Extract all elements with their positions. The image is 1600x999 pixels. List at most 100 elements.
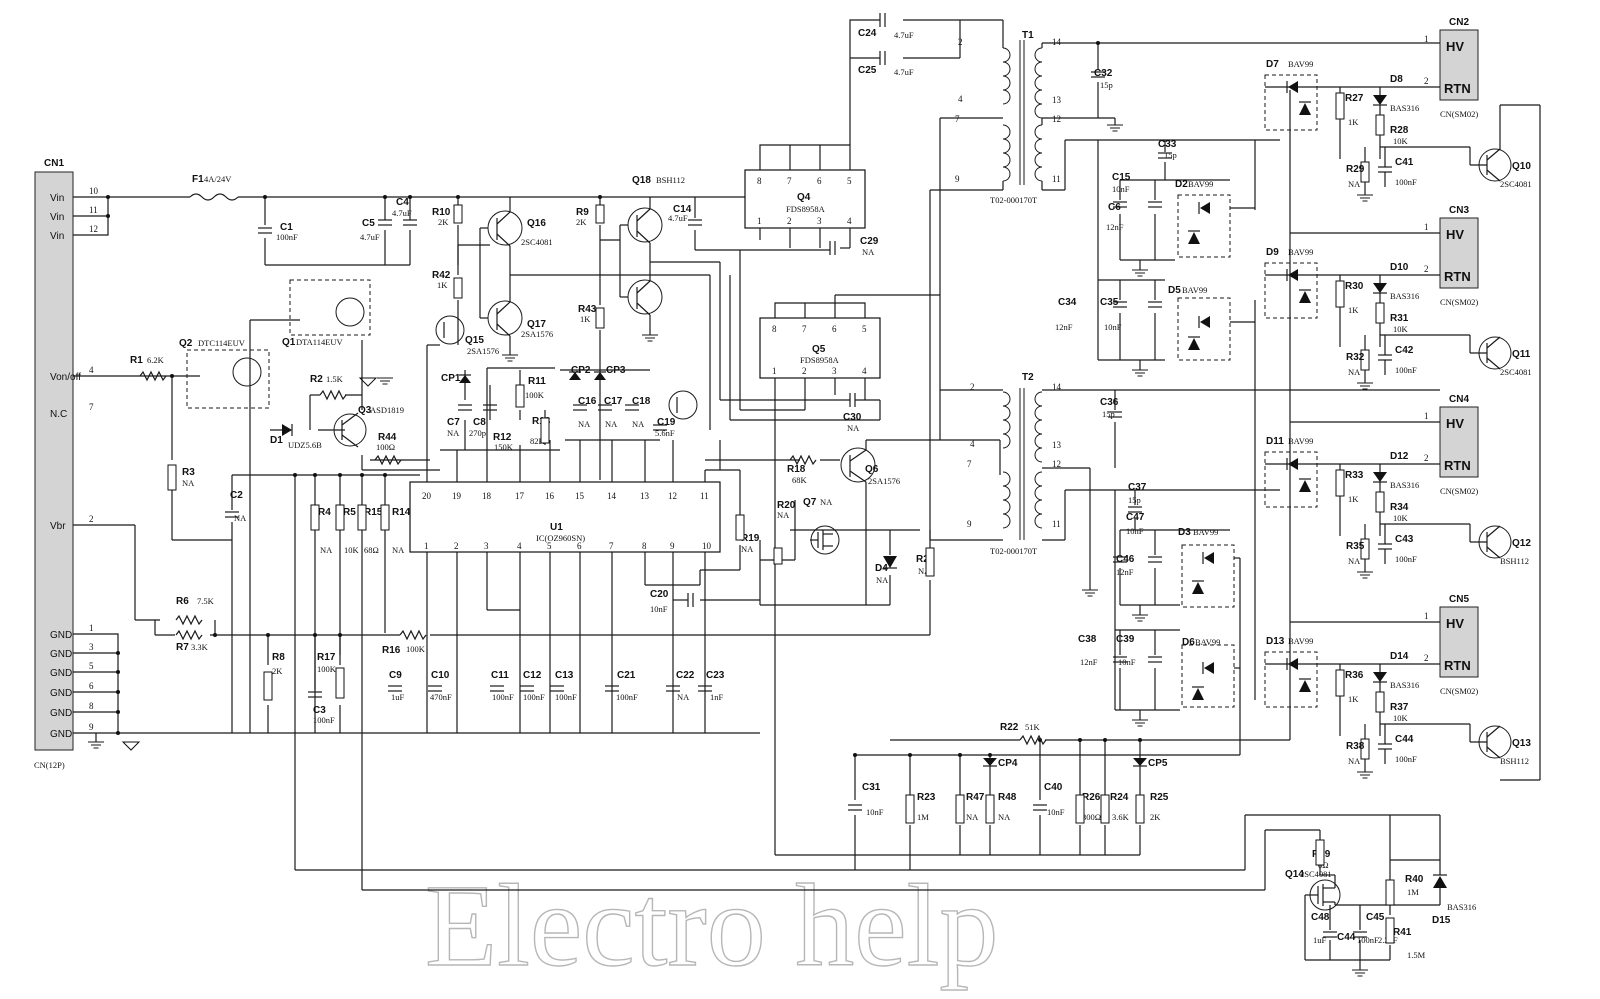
resistor-ref: R43 <box>578 304 597 315</box>
cn1-wiring <box>73 195 760 751</box>
capacitor-ref: C37 <box>1128 482 1147 493</box>
resistor-value: 2K <box>438 217 449 227</box>
u1-top-pin: 16 <box>545 491 555 501</box>
resistor-ref: R1 <box>130 355 143 366</box>
capacitor-ref: C4 <box>396 197 409 208</box>
transistor-emitter <box>1486 357 1501 370</box>
resistor-ref: R19 <box>741 533 760 544</box>
capacitor-value: NA <box>605 419 618 429</box>
diode-ref: D6 <box>1182 637 1195 648</box>
resistor-body <box>1335 92 1345 120</box>
watermark-text: Electro help <box>425 860 998 991</box>
capacitor-ref: C2 <box>230 490 243 501</box>
cn1-pin-name: N.C <box>50 409 67 420</box>
resistor-ref: R48 <box>998 792 1017 803</box>
transformer-pin: 12 <box>1052 114 1061 124</box>
resistor-body <box>540 417 550 444</box>
diode-value: BAV99 <box>1288 636 1313 646</box>
resistor-body <box>1375 114 1385 136</box>
capacitor-value: 100nF <box>523 692 545 702</box>
resistor-value: 1K <box>580 314 591 324</box>
capacitor-ref: C47 <box>1126 512 1145 523</box>
package-top-pin: 6 <box>832 324 837 334</box>
transistor-ref: Q11 <box>1512 349 1531 360</box>
resistor-ref: R7 <box>176 642 189 653</box>
transistor-ref: Q3 <box>358 405 372 416</box>
transformer-pin: 13 <box>1052 95 1062 105</box>
capacitor-ref: C21 <box>617 670 636 681</box>
capacitor-ref: C7 <box>447 417 460 428</box>
resistor-ref: R18 <box>787 464 806 475</box>
u1-bottom-pin: 1 <box>424 541 429 551</box>
diode-arrow <box>1288 269 1298 281</box>
resistor-value: 150K <box>494 442 514 452</box>
transistor-emitter <box>1486 746 1501 759</box>
capacitor-value: 100nF <box>1357 935 1379 945</box>
capacitor-ref: C18 <box>632 396 651 407</box>
capacitor-value: 12nF <box>1116 567 1134 577</box>
resistor-ref: R30 <box>1345 281 1364 292</box>
package-top-pin: 7 <box>787 176 792 186</box>
mosfet-icon <box>435 315 465 345</box>
cn1-pin-number: 3 <box>89 642 94 652</box>
feedback-network <box>775 90 1291 870</box>
resistor-ref: R29 <box>1346 164 1365 175</box>
capacitor-ref: C32 <box>1094 68 1113 79</box>
cn1-pin-number: 4 <box>89 365 94 375</box>
diode-ref: D15 <box>1432 915 1451 926</box>
fuse-value: 4A/24V <box>204 174 232 184</box>
u1-top-pin: 14 <box>607 491 617 501</box>
resistor-ref: R25 <box>1150 792 1169 803</box>
diode-arrow <box>1299 103 1311 115</box>
capacitor-value: 4.7uF <box>894 30 914 40</box>
diode-value: BAS316 <box>1390 680 1419 690</box>
u1-bottom-pin: 4 <box>517 541 522 551</box>
resistor-value: 100K <box>525 390 545 400</box>
cn1-pin-number: 2 <box>89 514 94 524</box>
u1-part: IC(OZ960SN) <box>536 533 585 543</box>
capacitor-ref: C10 <box>431 670 450 681</box>
u1-top-pin: 12 <box>668 491 677 501</box>
diode-ref: D14 <box>1390 651 1409 662</box>
ground-icon <box>1356 771 1374 779</box>
resistor-value: 100K <box>317 664 337 674</box>
resistor-body <box>735 514 745 541</box>
resistor-body <box>1335 669 1345 697</box>
cn1-pin-number: 1 <box>89 623 94 633</box>
resistor-body <box>1375 302 1385 324</box>
cn1-pin-name: GND <box>50 688 72 699</box>
cn1-pin-number: 7 <box>89 402 94 412</box>
transistor-part: 2SA1576 <box>521 329 553 339</box>
cn1-footer: CN(12P) <box>34 760 65 770</box>
capacitor-value: 15p <box>1164 150 1177 160</box>
transformer-pin: 9 <box>967 519 972 529</box>
capacitor-ref: C11 <box>491 670 509 681</box>
cn1-pin-name: GND <box>50 630 72 641</box>
resistor-body <box>1335 280 1345 308</box>
connector-part: CN(SM02) <box>1440 297 1478 307</box>
bav99-package <box>1264 651 1318 708</box>
capacitor-ref: C23 <box>706 670 725 681</box>
capacitor-value: 100nF <box>1395 754 1417 764</box>
capacitor-ref: C25 <box>858 65 877 76</box>
package-top-pin: 7 <box>802 324 807 334</box>
package-bottom-pin: 4 <box>862 366 867 376</box>
transistor-collector <box>1486 525 1501 538</box>
capacitor-value: 100nF <box>492 692 514 702</box>
capacitor-value: 100nF <box>276 232 298 242</box>
capacitor-value: NA <box>447 428 460 438</box>
transformer-pin: 4 <box>970 439 975 449</box>
u1-top-pin: 11 <box>700 491 709 501</box>
resistor-body <box>515 384 525 408</box>
package-top-pin: 5 <box>862 324 867 334</box>
diode-value: BAV99 <box>1195 637 1220 647</box>
u1-bottom-wiring <box>426 552 760 733</box>
capacitor-value: 100nF <box>1395 554 1417 564</box>
transistor-ref: Q6 <box>865 464 879 475</box>
capacitor-ref: C29 <box>860 236 879 247</box>
capacitor-value: 10nF <box>1112 184 1130 194</box>
capacitor-value: 4.7uF <box>392 208 412 218</box>
diode-ref: D7 <box>1266 59 1279 70</box>
capacitor-value: 100nF <box>1395 365 1417 375</box>
